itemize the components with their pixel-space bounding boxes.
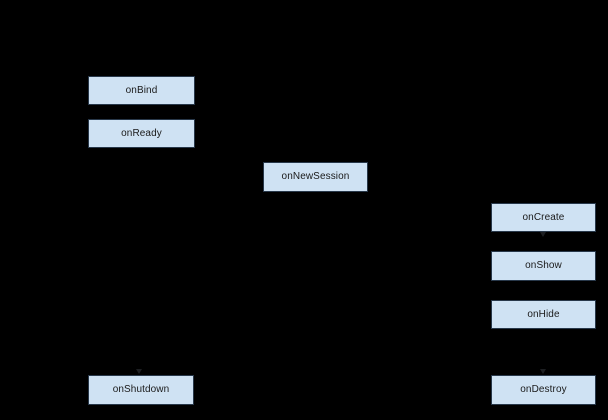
node-oncreate-label: onCreate bbox=[522, 211, 565, 223]
node-onbind-label: onBind bbox=[125, 84, 158, 96]
arrowhead-down-icon bbox=[540, 369, 546, 374]
arrowhead-down-icon bbox=[136, 369, 142, 374]
node-onnewsession-label: onNewSession bbox=[281, 171, 350, 182]
node-onshutdown: onShutdown bbox=[88, 375, 194, 405]
node-onnewsession: onNewSession bbox=[263, 162, 368, 192]
arrowhead-down-icon bbox=[540, 232, 546, 237]
node-onshow: onShow bbox=[491, 251, 596, 281]
node-ondestroy: onDestroy bbox=[491, 375, 596, 405]
node-onshow-label: onShow bbox=[525, 260, 562, 271]
node-onready-label: onReady bbox=[121, 127, 162, 139]
node-onready: onReady bbox=[88, 119, 195, 148]
node-onbind: onBind bbox=[88, 76, 195, 105]
node-oncreate: onCreate bbox=[491, 203, 596, 232]
node-onshutdown-label: onShutdown bbox=[112, 384, 170, 395]
node-ondestroy-label: onDestroy bbox=[520, 384, 567, 395]
node-onhide-label: onHide bbox=[527, 308, 560, 320]
node-onhide: onHide bbox=[491, 300, 596, 329]
